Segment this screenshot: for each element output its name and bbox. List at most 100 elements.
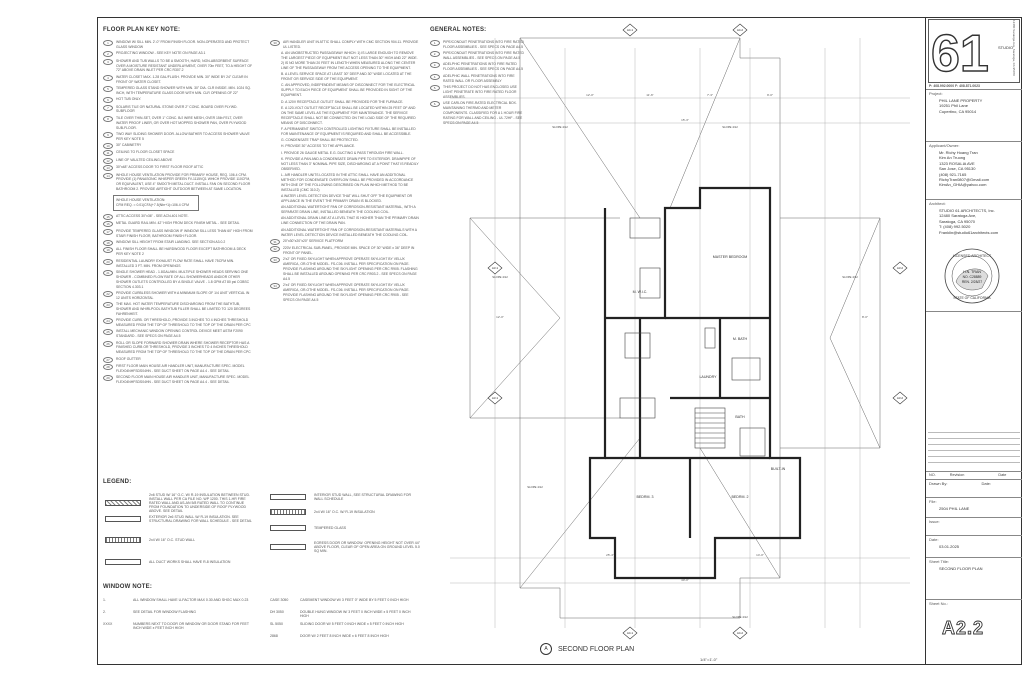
window-note-key: 1. [103, 598, 106, 602]
key-note: AN ADDITIONAL WATERTIGHT PAN OF CORROSIO… [270, 205, 420, 215]
key-note-text: K. PROVIDE A PAN AND A CONDENSATE DRAIN … [281, 156, 419, 171]
key-note-number [270, 138, 278, 142]
key-note-text: L. AIR HANDLER UNITS LOCATED IN THE ATTI… [281, 173, 414, 192]
key-note-text: WHOLE HOUSE VENTILATION PROVIDE FOR PRIM… [116, 172, 251, 192]
title-block-line: Cupertino, CA 95014 [939, 108, 977, 114]
date-row: Date: 03.01.2025 [926, 535, 1022, 557]
window-note-text: ALL WINDOW SHALL HAVE U-FACTOR MAX 0.30 … [133, 598, 249, 602]
key-note-number: 4 [103, 74, 113, 81]
legend-symbol [270, 544, 306, 550]
title-block-line: San Jose, CA 95130 [939, 166, 976, 172]
key-note-number: 25 [103, 329, 113, 336]
revision-header-row: NO. Revision Date [926, 471, 1022, 479]
key-note-text: HOT TUB ONLY. [116, 97, 142, 102]
legend-text: ALL DUCT WORKS SHALL HAVE R-8 INSULATION [149, 560, 231, 564]
drawn-by-row: Drawn By: Date: [926, 479, 1022, 497]
architect-label: Architect: [929, 201, 946, 206]
key-note-text: AN ADDITIONAL WATERTIGHT PAN OF CORROSIO… [281, 227, 417, 237]
roof-slope-label: SLOPE 4/12 [732, 615, 748, 619]
key-notes-heading: FLOOR PLAN KEY NOTE: [103, 27, 181, 33]
legend-symbol [105, 559, 141, 565]
roof-slope-label: SLOPE 4/12 [527, 485, 543, 489]
dimension-label: 14'-0" [756, 553, 764, 557]
title-block-line: KimAn_GHIA@yahoo.com [939, 182, 987, 188]
key-note-text: 30"x48" ACCESS DOOR TO FIRST FLOOR ROOF … [116, 165, 204, 170]
general-notes-heading: GENERAL NOTES: [430, 27, 487, 33]
key-note-text: ROOF GUTTER [116, 356, 141, 361]
roof-slope-label: SLOPE 4/12 [842, 275, 858, 279]
key-note-number [270, 151, 278, 155]
section-marker-label: A4.2 [737, 28, 744, 32]
phone-line: P: 408.992.0000 F: 408.871.0023 [929, 84, 980, 88]
room-label: BUILT-IN [771, 467, 786, 471]
key-note-text: RESIDENTIAL LAUNDRY EXHAUST FLOW RATE SH… [116, 258, 235, 268]
key-note-number: 8 [103, 115, 113, 122]
title-block-line: 19251 Phil Lane [939, 103, 968, 109]
section-marker-label: A3.1 [492, 396, 499, 400]
logo-word: STUDIO [998, 45, 1013, 50]
key-note-number: 2 [103, 51, 113, 58]
revision-blank-line [928, 462, 1020, 463]
general-notes-list: 1.PIPE/CONDUIT PENETRATIONS INTO FIRE RA… [430, 40, 525, 127]
key-note-number: 23 [103, 302, 113, 309]
window-note-text: SLIDING DOOR W/ 5 FEET 0 INCH WIDE x 5 F… [300, 622, 404, 626]
key-note-number [270, 173, 278, 177]
section-marker-tag: A3.1 [487, 261, 503, 275]
architect-stamp: LICENSED ARCHITECT H.N. TRAN NO. C28889 … [944, 248, 1000, 304]
legend-row: EXTERIOR 2x6 STUD WALL W/ R-19 INSULATIO… [105, 515, 255, 523]
section-marker-diamond [487, 261, 503, 275]
window-note-text: CASEMENT WINDOW W/ 3 FEET 0" WIDE BY 5 F… [300, 598, 409, 602]
ventilation-box-title: WHOLE HOUSE VENTILATION: [116, 198, 166, 203]
key-note-number: 20 [103, 258, 113, 265]
plan-title-marker: A [540, 643, 552, 655]
date-value: 03.01.2025 [939, 544, 960, 549]
rev-date-header: Date [998, 473, 1007, 477]
key-note-text: THE MAX. HOT WATER TEMPERATURE DISCHARGI… [116, 302, 251, 316]
key-note-number: 3 [103, 58, 113, 65]
key-note-number: 34 [270, 283, 280, 290]
legend-row: EGRESS DOOR OR WINDOW. OPENING HEIGHT NO… [270, 541, 420, 553]
section-marker-diamond [892, 261, 908, 275]
key-note-number: 28 [103, 364, 113, 371]
key-note-text: WINDOW SILL HEIGHT FROM STAIR LANDING. S… [116, 240, 226, 244]
file-value: 2504 PHIL LANE [939, 506, 970, 511]
key-note-number: 21 [103, 269, 113, 276]
section-marker-diamond [892, 391, 908, 405]
window-note-key: 2. [103, 610, 106, 614]
title-block-line: (408) 921-7165 [939, 171, 967, 177]
key-note: K. PROVIDE A PAN AND A CONDENSATE DRAIN … [270, 157, 420, 172]
section-marker-diamond [732, 23, 748, 37]
key-note-text: ATTIC ACCESS 30"x36" - SEE ACN-401 NOTE. [116, 214, 189, 219]
key-note: B. A LEVEL SERVICE SPACE AT LEAST 30" DE… [270, 72, 420, 82]
window-note-text: SEE DETAIL FOR WINDOW FLASHING [133, 610, 197, 614]
key-note-text: 220V ELECTRICAL SUB-PANEL, PROVIDE MIN. … [283, 246, 415, 256]
section-marker-diamond [732, 626, 748, 640]
key-note-text: AN ADDITIONAL DRAIN LINE AT A LEVEL THAT… [281, 216, 419, 226]
key-note-number: 18 [103, 240, 113, 246]
key-note-number [270, 216, 278, 220]
title-block-line: PHIL LANE PROPERTY [939, 98, 983, 103]
roof-slope-label: SLOPE 4/12 [722, 125, 738, 129]
drawn-date-label: Date: [981, 481, 992, 486]
key-note: 4.ADELPHIC WALL PENETRATIONS INTO FIRE R… [430, 73, 525, 84]
key-note-text: SINGLE SHOWER HEAD - 1.8GAL/MIN. MULTIPL… [116, 269, 250, 289]
legend-text: EXTERIOR 2x6 STUD WALL W/ R-19 INSULATIO… [149, 515, 252, 523]
section-marker-label: A4.2 [737, 631, 744, 635]
drawn-by-label: Drawn By: [929, 481, 948, 486]
key-note-number [270, 51, 278, 55]
key-note-text: PROVIDE TEMPERED GLASS WINDOW IF WINDOW … [116, 228, 253, 238]
section-marker-tag: A3.2 [892, 391, 908, 405]
